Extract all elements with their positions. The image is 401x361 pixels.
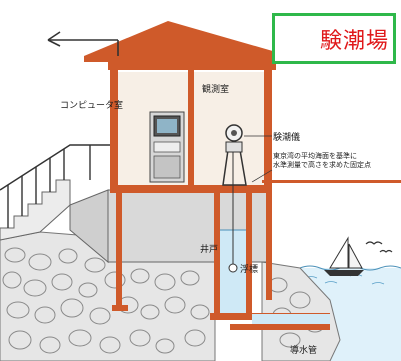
intake-pipe-water	[252, 314, 330, 324]
label-tide-gauge: 験潮儀	[273, 133, 301, 143]
tide-gauge-icon	[222, 124, 247, 186]
sea-ripples	[304, 274, 385, 285]
foundation-slope	[69, 189, 109, 264]
staircase	[0, 179, 71, 241]
stair-railing	[0, 144, 112, 228]
antenna-icon	[47, 31, 119, 56]
label-observation-room: 観測室	[202, 85, 230, 95]
datum-marker	[262, 180, 401, 183]
title-box: 験潮場	[272, 13, 396, 64]
label-intake-pipe: 導水管	[290, 346, 318, 356]
label-datum-line2: 水準測量で高さを求めた固定点	[273, 161, 371, 169]
computer-icon	[149, 111, 185, 183]
label-computer-room: コンピュータ室	[60, 101, 124, 111]
label-well: 井戸	[200, 245, 219, 255]
sailboat-icon	[324, 236, 364, 276]
building-structure	[84, 21, 330, 330]
label-float: 浮標	[240, 265, 259, 275]
seagull-icons	[365, 241, 393, 253]
leader-lines	[244, 135, 273, 183]
float-icon	[228, 263, 238, 273]
label-datum-line1: 東京湾の平均海面を基準に	[273, 152, 357, 160]
title-text: 験潮場	[319, 28, 389, 54]
